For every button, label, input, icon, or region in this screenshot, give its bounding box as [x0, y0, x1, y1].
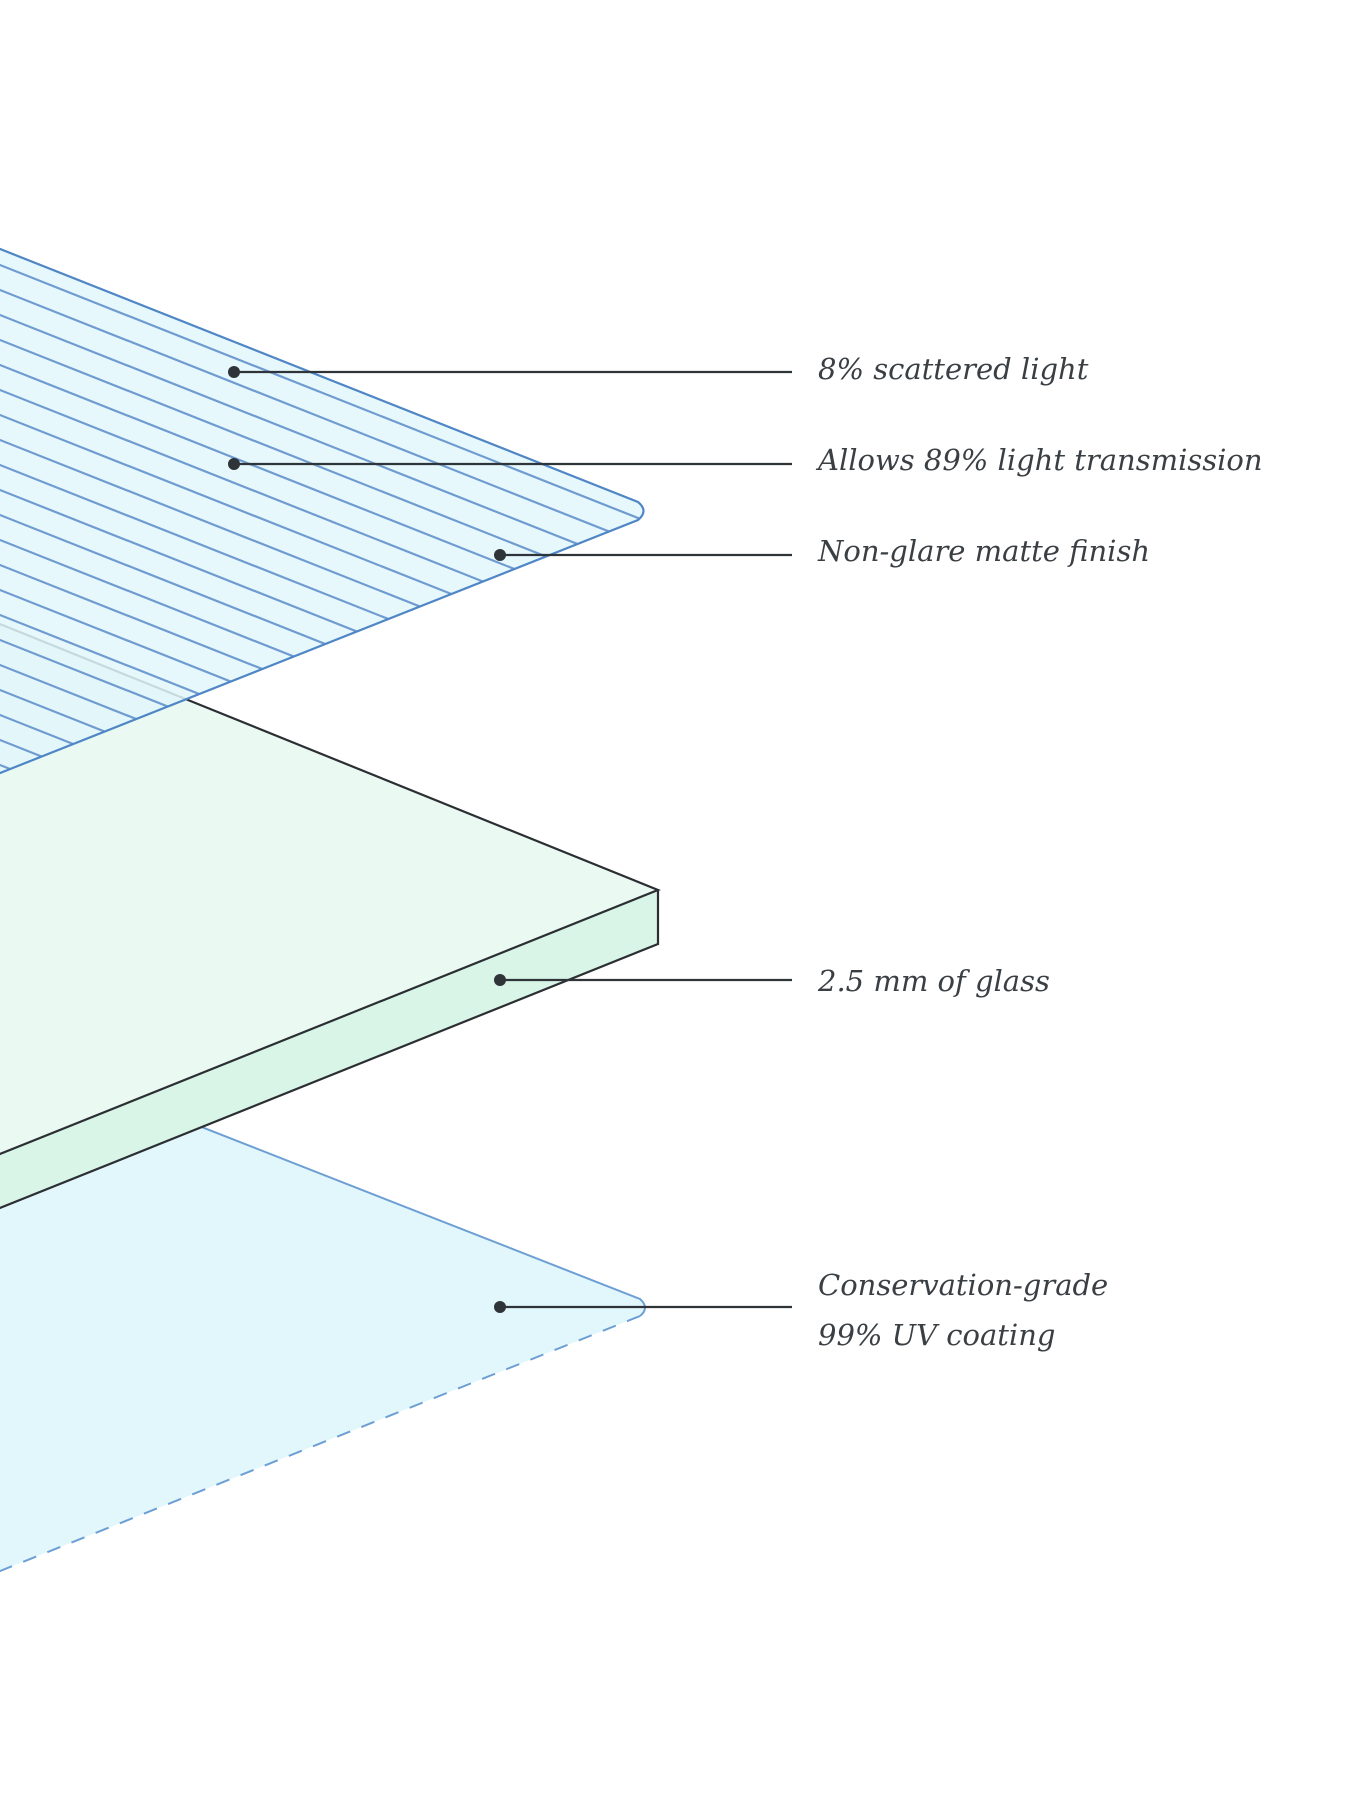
- grid-line: [0, 0, 700, 193]
- leader-dot: [494, 1301, 506, 1313]
- callouts: 8% scattered light Allows 89% light tran…: [228, 352, 1263, 1352]
- grid-line: [0, 0, 700, 243]
- callout-label-scattered-light: 8% scattered light: [818, 352, 1089, 386]
- grid-line: [0, 0, 700, 68]
- grid-line: [0, 245, 644, 544]
- callout-matte-finish: Non-glare matte finish: [494, 534, 1150, 568]
- callout-glass-thickness: 2.5 mm of glass: [494, 964, 1050, 998]
- grid-line: [0, 245, 644, 294]
- grid-line: [0, 0, 700, 93]
- grid-line: [0, 294, 644, 594]
- grid-line: [0, 245, 644, 269]
- glass-top-face: [0, 624, 658, 1154]
- callout-label-light-transmission: Allows 89% light transmission: [815, 443, 1263, 477]
- grid-line: [0, 0, 700, 118]
- glass-edges: [0, 622, 661, 1210]
- uv-layer-surface: [0, 1047, 645, 1572]
- grid-line: [0, 644, 644, 777]
- leader-dot: [228, 458, 240, 470]
- leader-dot: [228, 366, 240, 378]
- grid-line: [0, 0, 700, 43]
- leader-dot: [494, 549, 506, 561]
- leader-dot: [494, 974, 506, 986]
- grid-line: [0, 0, 700, 143]
- callout-label-matte-finish: Non-glare matte finish: [817, 534, 1150, 568]
- callout-light-transmission: Allows 89% light transmission: [228, 443, 1263, 477]
- callout-uv-coating: Conservation-grade 99% UV coating: [494, 1268, 1117, 1352]
- glass-slab: [0, 622, 661, 1210]
- grid-line: [0, 0, 700, 168]
- matte-layer-edge: [0, 247, 645, 775]
- glass-side-face: [0, 890, 658, 1208]
- matte-layer-surface: [0, 248, 644, 774]
- grid-line: [0, 0, 700, 218]
- uv-layer-dashed-edge: [0, 1315, 641, 1573]
- callout-label-glass-thickness: 2.5 mm of glass: [817, 964, 1050, 998]
- grid-line: [0, 669, 644, 777]
- grid-line: [0, 269, 644, 569]
- grid-line: [0, 0, 700, 18]
- callout-scattered-light: 8% scattered light: [228, 352, 1089, 386]
- grid-line: [0, 245, 644, 319]
- callout-label-uv-coating: Conservation-grade 99% UV coating: [818, 1268, 1117, 1352]
